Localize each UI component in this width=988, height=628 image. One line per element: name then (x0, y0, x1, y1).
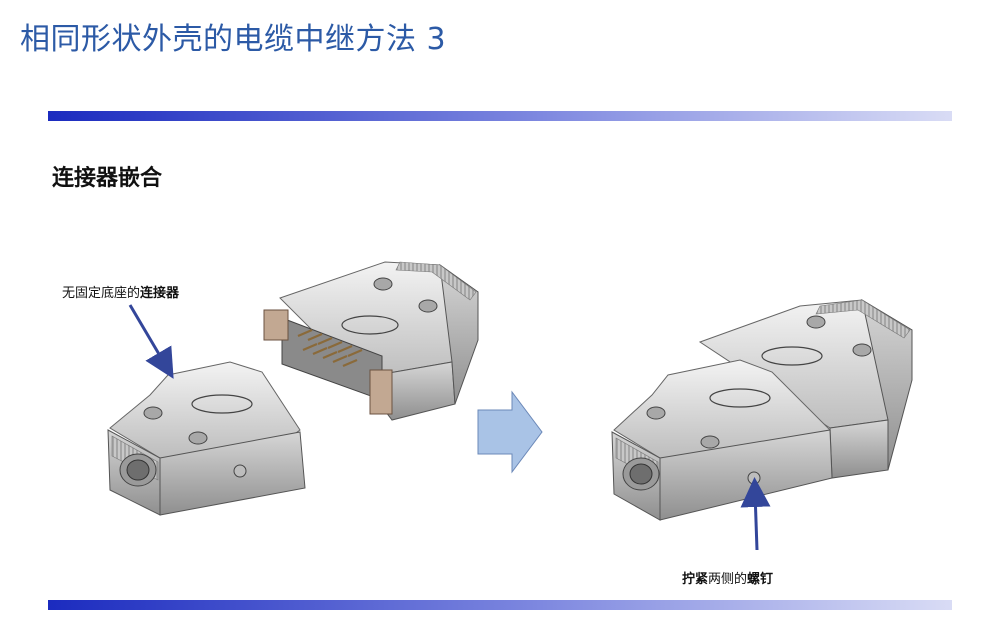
pointer-arrow-right (740, 477, 771, 551)
bottom-divider-band (48, 600, 952, 610)
callout-right-bold-b: 螺钉 (747, 572, 774, 587)
callout-tighten-screws: 拧紧两侧的螺钉 (682, 568, 773, 587)
callout-right-bold-a: 拧紧 (682, 572, 709, 587)
callout-left-text: 无固定底座的 (62, 286, 141, 301)
callout-right-text: 两侧的 (708, 572, 748, 587)
callout-unfixed-connector: 无固定底座的连接器 (62, 282, 179, 301)
connector-unfixed (107, 361, 306, 516)
top-divider-band (48, 111, 952, 121)
connector-mated-assembly (611, 298, 913, 521)
page-title: 相同形状外壳的电缆中继方法 3 (20, 22, 447, 57)
connector-with-pins (263, 261, 479, 421)
section-title: 连接器嵌合 (52, 166, 163, 191)
callout-left-bold: 连接器 (140, 286, 180, 301)
pointer-arrow-left (128, 304, 174, 379)
transition-arrow-icon (477, 390, 543, 474)
